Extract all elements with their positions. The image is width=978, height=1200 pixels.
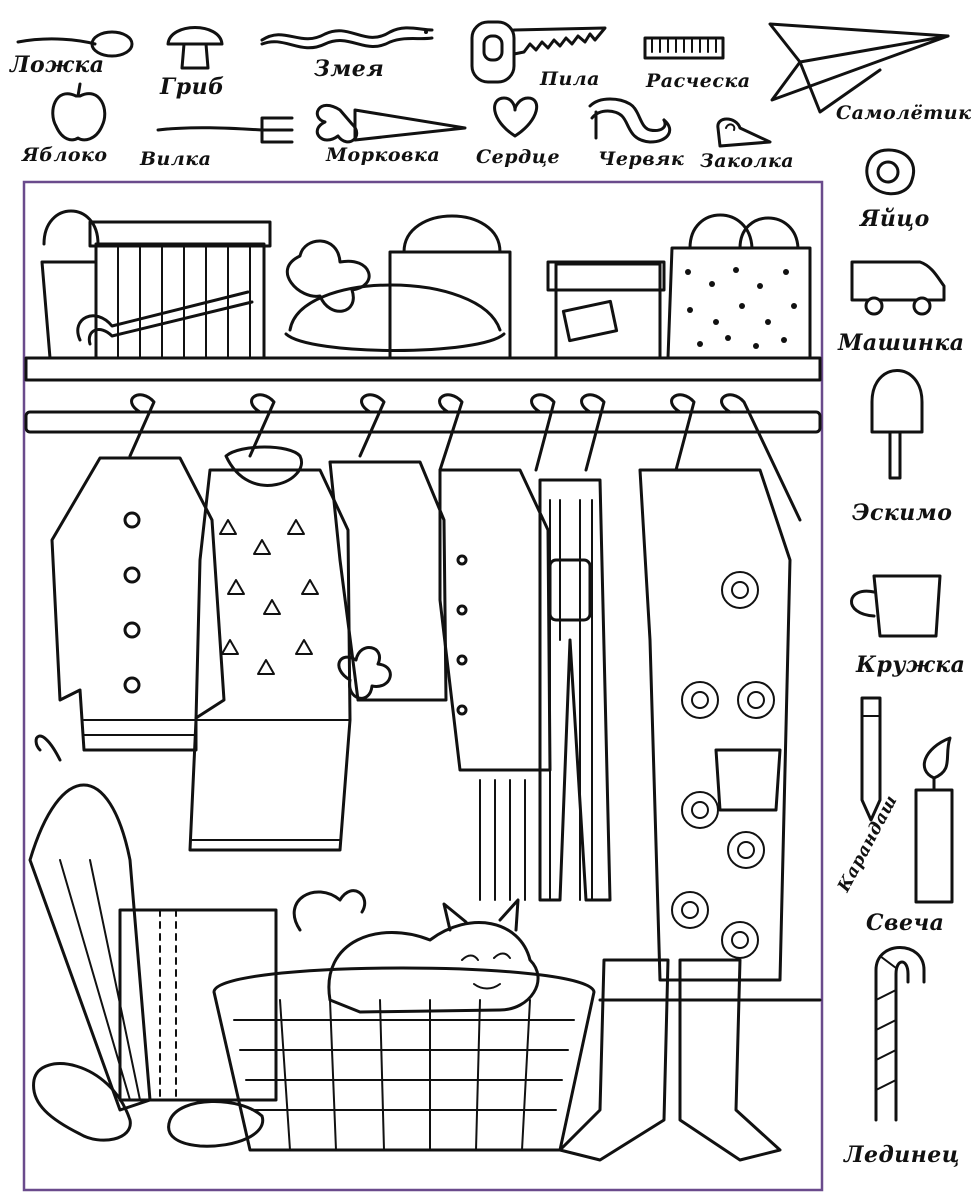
candle-icon bbox=[914, 736, 954, 904]
ice-cream-icon bbox=[870, 369, 924, 480]
worm-icon bbox=[588, 97, 672, 144]
label-heart: Сердце bbox=[476, 146, 561, 168]
label-spoon: Ложка bbox=[10, 52, 105, 78]
apple-icon bbox=[51, 82, 107, 142]
label-mushroom: Гриб bbox=[160, 74, 225, 100]
label-candycane: Лединец bbox=[844, 1142, 960, 1168]
label-egg: Яйцо bbox=[860, 206, 930, 232]
toy-car-icon bbox=[850, 260, 946, 316]
mushroom-icon bbox=[166, 26, 224, 70]
label-hairpin: Заколка bbox=[700, 150, 795, 172]
label-saw: Пила bbox=[540, 68, 600, 90]
egg-icon bbox=[865, 148, 915, 196]
label-carrot: Морковка bbox=[326, 144, 441, 166]
spoon-icon bbox=[16, 30, 134, 58]
label-icecream: Эскимо bbox=[852, 500, 953, 526]
closet-scene bbox=[24, 209, 822, 1162]
heart-icon bbox=[493, 96, 539, 138]
carrot-icon bbox=[315, 103, 467, 144]
hairpin-icon bbox=[716, 117, 772, 148]
mug-icon bbox=[850, 574, 942, 638]
paper-plane-icon bbox=[768, 22, 950, 114]
label-apple: Яблоко bbox=[22, 144, 108, 166]
label-mug: Кружка bbox=[856, 652, 966, 678]
label-fork: Вилка bbox=[140, 148, 212, 170]
candy-cane-icon bbox=[874, 946, 926, 1122]
saw-icon bbox=[470, 20, 607, 84]
scene-frame bbox=[22, 180, 824, 1192]
label-car: Машинка bbox=[838, 330, 965, 356]
fork-icon bbox=[156, 116, 294, 144]
label-plane: Самолётик bbox=[836, 102, 972, 124]
pencil-icon bbox=[860, 696, 882, 822]
label-worm: Червяк bbox=[598, 148, 685, 170]
label-snake: Змея bbox=[314, 56, 385, 82]
comb-icon bbox=[643, 36, 725, 60]
label-comb: Расческа bbox=[646, 70, 751, 92]
label-candle: Свеча bbox=[866, 910, 945, 936]
snake-icon bbox=[260, 26, 434, 50]
